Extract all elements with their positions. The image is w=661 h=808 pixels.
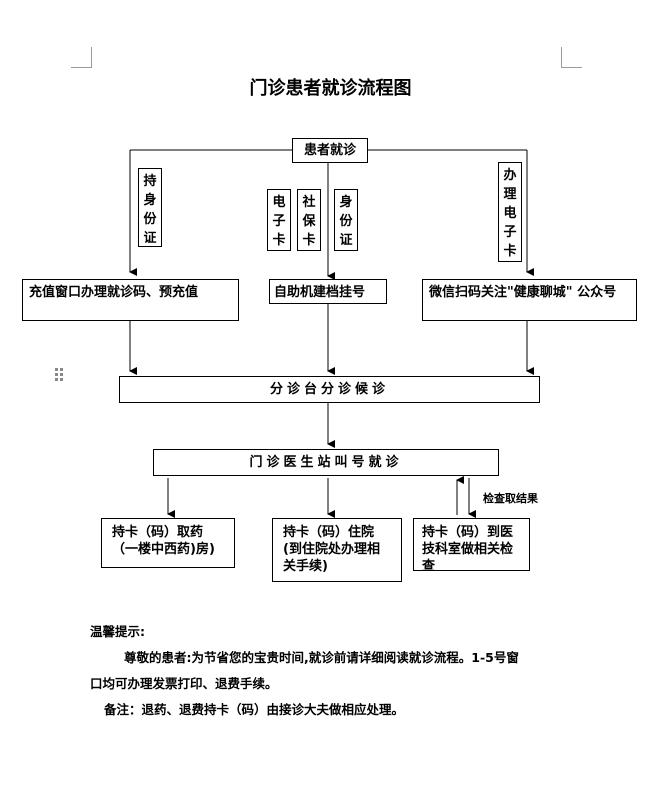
doctor-station: 门诊医生站叫号就诊	[153, 449, 499, 476]
label-electronic-card: 电子卡	[267, 189, 291, 251]
stage-recharge-window: 充值窗口办理就诊码、预充值	[22, 279, 239, 321]
tips-remark: 备注：退药、退费持卡（码）由接诊大夫做相应处理。	[104, 702, 405, 717]
check-result-label: 检查取结果	[483, 492, 538, 505]
tips-line-1: 尊敬的患者:为节省您的宝贵时间,就诊前请详细阅读就诊流程。1-5号窗	[124, 650, 519, 665]
page-title: 门诊患者就诊流程图	[249, 78, 412, 99]
tips-heading: 温馨提示:	[90, 624, 145, 639]
outcome-pharmacy: 持卡（码）取药（一楼中西药)房)	[101, 518, 235, 568]
label-apply-electronic-card: 办理电子卡	[498, 162, 522, 262]
triage-desk: 分诊台分诊候诊	[119, 376, 540, 403]
stage-wechat-scan: 微信扫码关注"健康聊城" 公众号	[422, 279, 637, 321]
drag-handle-icon[interactable]	[55, 368, 63, 382]
page-corner-mark-right	[561, 47, 582, 68]
label-id-card: 持身份证	[138, 168, 162, 247]
start-node: 患者就诊	[292, 138, 368, 163]
label-id-card-2: 身份证	[334, 189, 358, 251]
label-social-security-card: 社保卡	[297, 189, 321, 251]
stage-self-service-registration: 自助机建档挂号	[269, 279, 387, 304]
outcome-medical-tech: 持卡（码）到医技科室做相关检查	[413, 518, 530, 571]
page-corner-mark-left	[71, 47, 92, 68]
tips-line-2: 口均可办理发票打印、退费手续。	[90, 676, 278, 691]
outcome-inpatient: 持卡（码）住院(到住院处办理相关手续)	[272, 518, 402, 582]
